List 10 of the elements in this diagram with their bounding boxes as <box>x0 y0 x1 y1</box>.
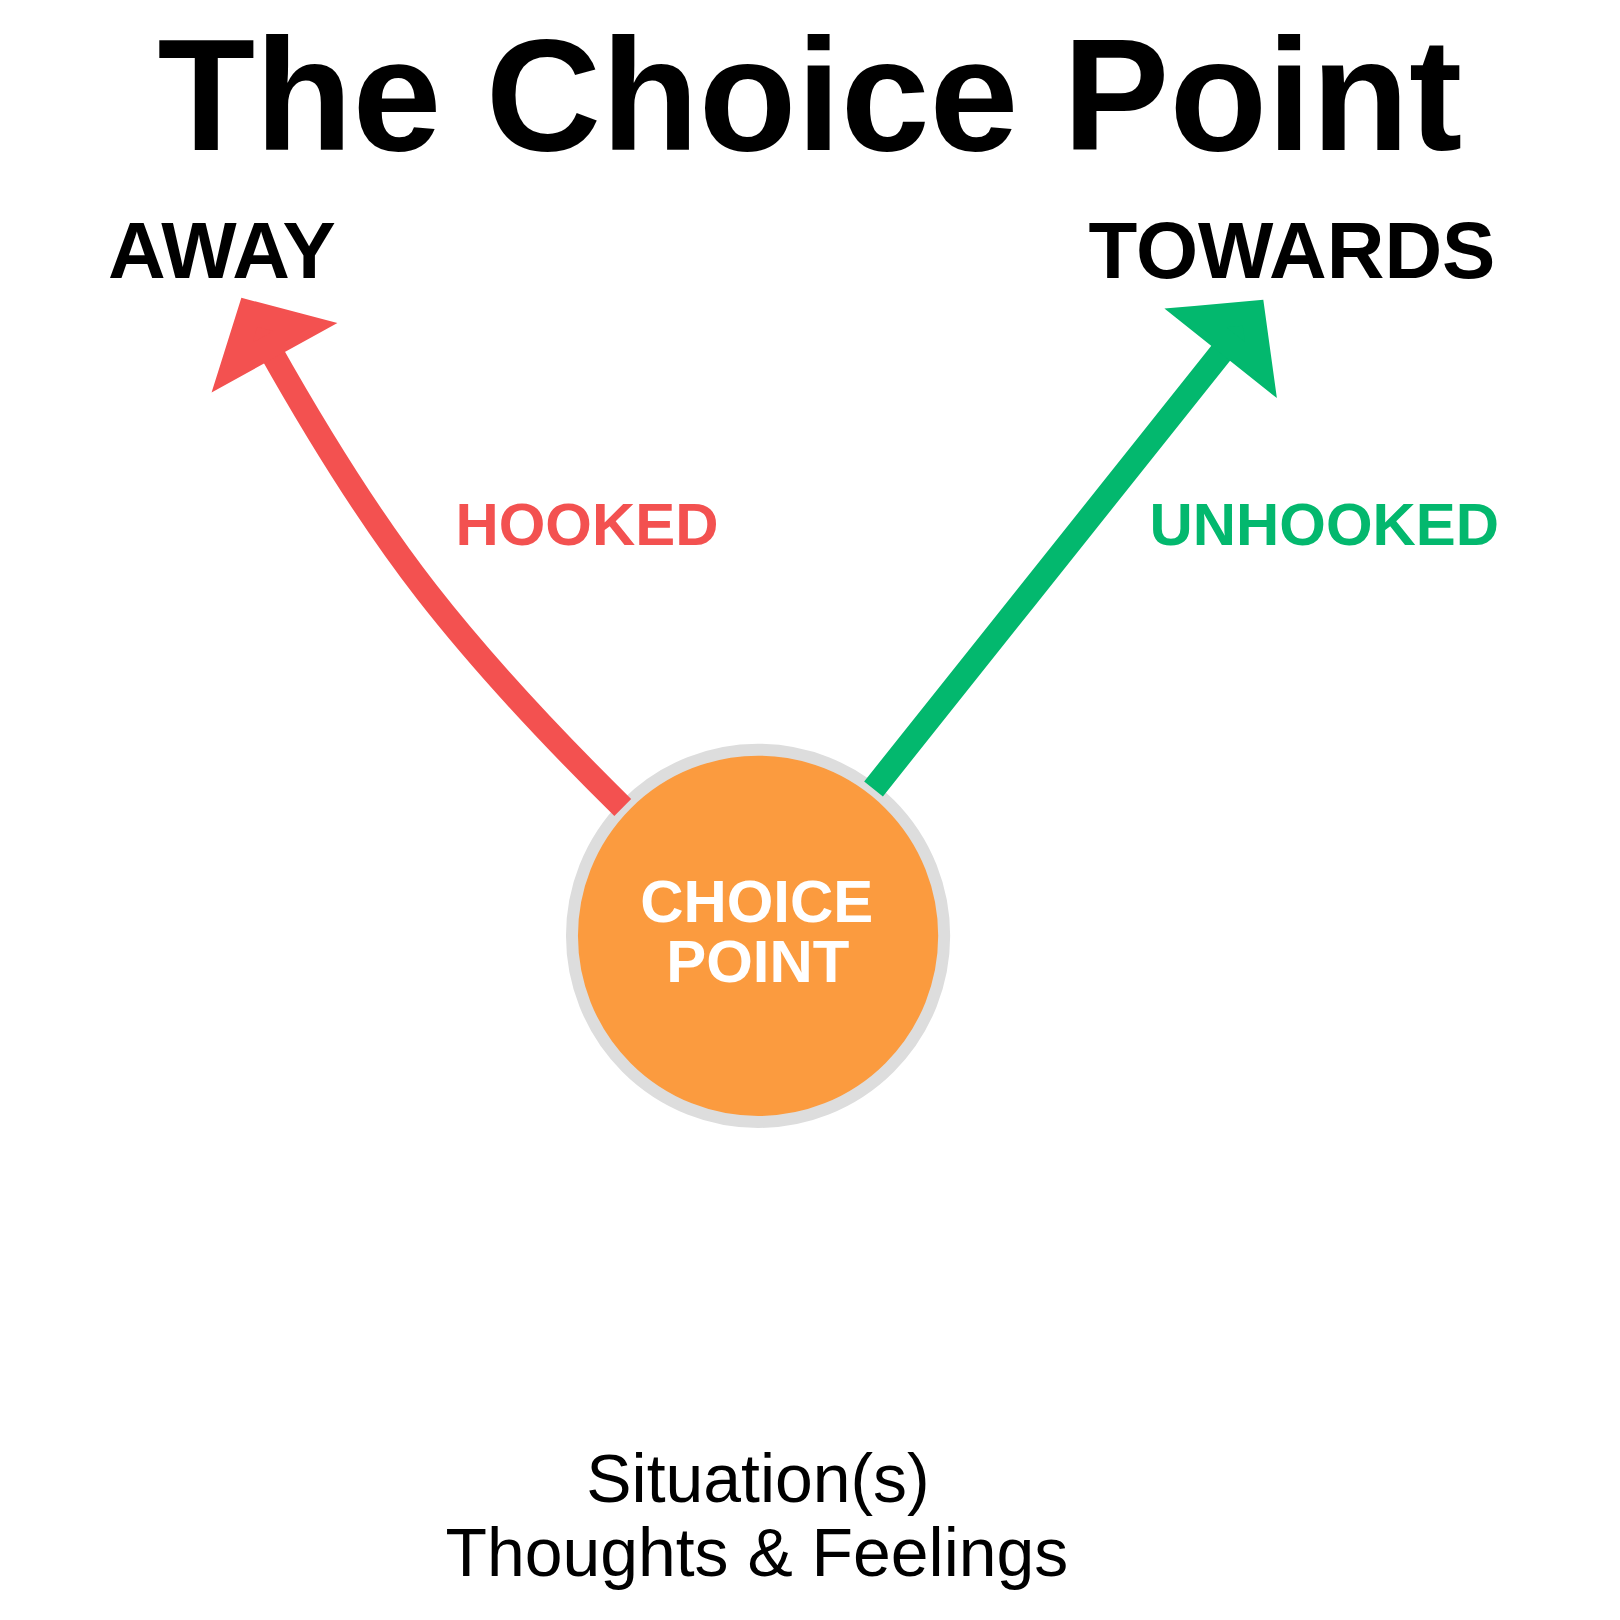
node-label: Thoughts & Feelings <box>445 1515 1068 1591</box>
node-text: TOWARDS <box>1088 206 1495 296</box>
diagram-title: The Choice Point <box>156 5 1462 185</box>
edge-label: UNHOOKED <box>1149 490 1499 558</box>
edge-label: HOOKED <box>454 490 718 558</box>
node-label: Situation(s) <box>585 1441 930 1517</box>
arrow <box>211 297 631 816</box>
node-text: AWAY <box>107 206 336 296</box>
node-circle: CHOICE POINT <box>565 743 950 1128</box>
arrow <box>863 299 1277 797</box>
